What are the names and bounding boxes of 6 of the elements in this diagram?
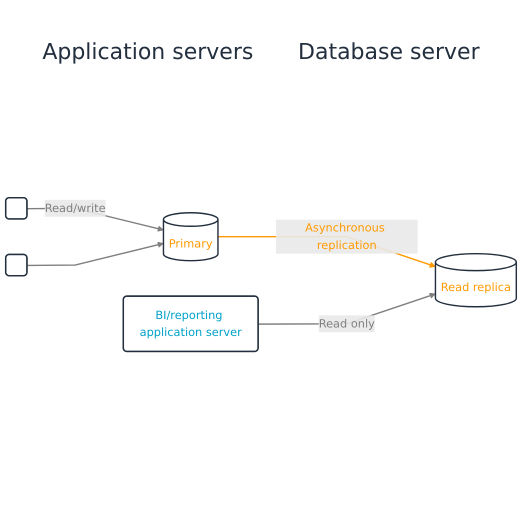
edge-label: Read only <box>318 317 375 331</box>
edge-label: Read/write <box>44 202 106 216</box>
column-heading: Application servers <box>42 40 254 65</box>
column-heading: Database server <box>298 40 480 65</box>
arrow <box>27 242 164 267</box>
edge-label: Asynchronous replication <box>305 222 385 252</box>
